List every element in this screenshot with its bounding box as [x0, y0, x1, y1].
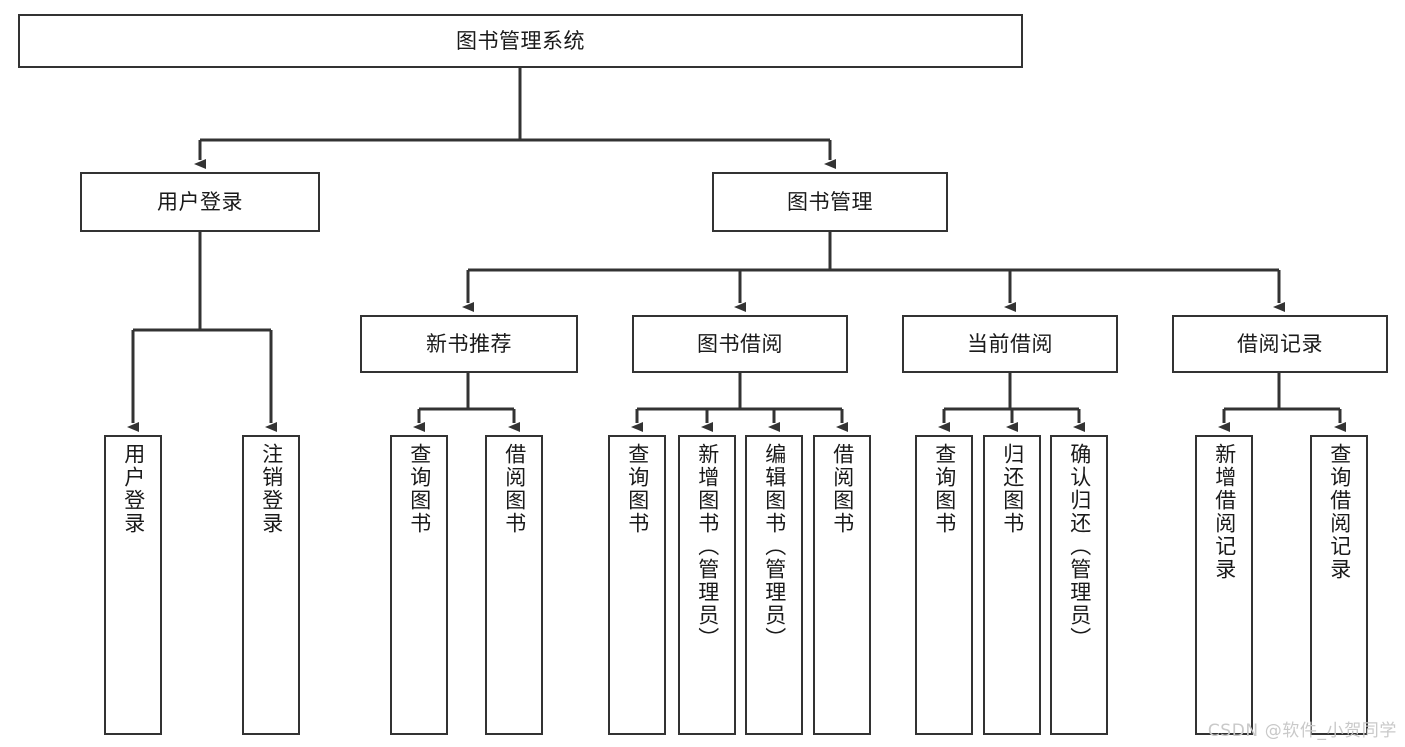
leaf-edit-book[interactable]: 编辑图书（管理员）: [745, 435, 803, 735]
leaf-borrow-book[interactable]: 借阅图书: [813, 435, 871, 735]
leaf-borrow-book-label: 借阅图书: [830, 443, 855, 535]
leaf-query-record[interactable]: 查询借阅记录: [1310, 435, 1368, 735]
node-borrow-record-label: 借阅记录: [1237, 331, 1323, 356]
leaf-return-book-label: 归还图书: [1000, 443, 1025, 535]
leaf-query-book-borrow[interactable]: 查询图书: [608, 435, 666, 735]
leaf-query-book-current[interactable]: 查询图书: [915, 435, 973, 735]
node-borrow-record[interactable]: 借阅记录: [1172, 315, 1388, 373]
node-book-borrow-label: 图书借阅: [697, 331, 783, 356]
leaf-add-record[interactable]: 新增借阅记录: [1195, 435, 1253, 735]
leaf-query-book-current-label: 查询图书: [932, 443, 957, 535]
node-root[interactable]: 图书管理系统: [18, 14, 1023, 68]
node-new-book[interactable]: 新书推荐: [360, 315, 578, 373]
leaf-query-book-new-label: 查询图书: [407, 443, 432, 535]
leaf-borrow-book-new[interactable]: 借阅图书: [485, 435, 543, 735]
leaf-return-book[interactable]: 归还图书: [983, 435, 1041, 735]
leaf-confirm-return-label: 确认归还（管理员）: [1067, 443, 1092, 650]
node-book-borrow[interactable]: 图书借阅: [632, 315, 848, 373]
node-user-login-label: 用户登录: [157, 189, 243, 214]
node-current-borrow[interactable]: 当前借阅: [902, 315, 1118, 373]
leaf-logout-label: 注销登录: [259, 443, 284, 535]
leaf-query-book-borrow-label: 查询图书: [625, 443, 650, 535]
node-book-manage-label: 图书管理: [787, 189, 873, 214]
node-current-borrow-label: 当前借阅: [967, 331, 1053, 356]
node-book-manage[interactable]: 图书管理: [712, 172, 948, 232]
leaf-query-record-label: 查询借阅记录: [1327, 443, 1352, 581]
node-root-label: 图书管理系统: [456, 28, 585, 53]
watermark: CSDN @软件_小贺同学: [1207, 721, 1397, 741]
node-new-book-label: 新书推荐: [426, 331, 512, 356]
leaf-add-book-label: 新增图书（管理员）: [695, 443, 720, 650]
node-user-login[interactable]: 用户登录: [80, 172, 320, 232]
leaf-logout[interactable]: 注销登录: [242, 435, 300, 735]
leaf-user-login[interactable]: 用户登录: [104, 435, 162, 735]
leaf-add-record-label: 新增借阅记录: [1212, 443, 1237, 581]
leaf-borrow-book-new-label: 借阅图书: [502, 443, 527, 535]
leaf-confirm-return[interactable]: 确认归还（管理员）: [1050, 435, 1108, 735]
leaf-user-login-label: 用户登录: [121, 443, 146, 535]
leaf-query-book-new[interactable]: 查询图书: [390, 435, 448, 735]
leaf-edit-book-label: 编辑图书（管理员）: [762, 443, 787, 650]
leaf-add-book[interactable]: 新增图书（管理员）: [678, 435, 736, 735]
